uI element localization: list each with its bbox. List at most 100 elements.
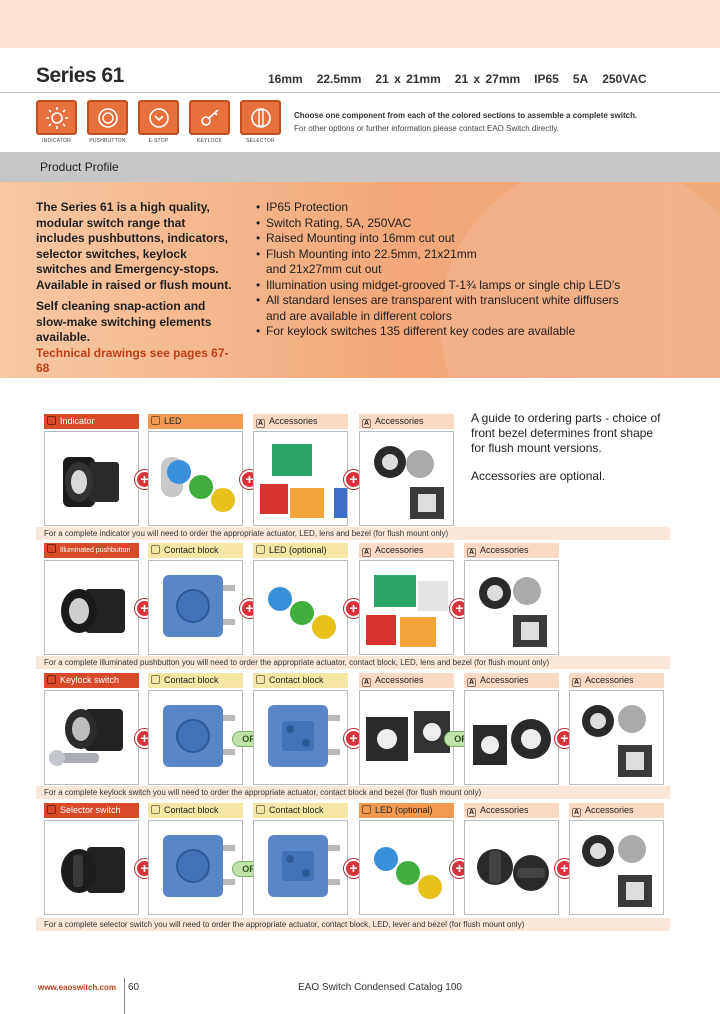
contact-block-photo: [253, 820, 348, 915]
bezel-photo: [359, 690, 454, 785]
contact-block-photo: [253, 690, 348, 785]
row-note-band: [36, 786, 670, 799]
bezel-photo: [569, 820, 664, 915]
instruction-line: Choose one component from each of the co…: [294, 111, 638, 120]
accessory-icon: A: [362, 548, 371, 557]
lens-photo: [359, 560, 454, 655]
accessory-icon: A: [467, 808, 476, 817]
contact-block-photo: [148, 690, 243, 785]
keylock-icon: [47, 675, 56, 684]
spec-item: IP65: [534, 72, 559, 86]
spec-item: 21 x 27mm: [454, 72, 521, 86]
accessory-icon: A: [572, 808, 581, 817]
profile-bar: [0, 152, 720, 182]
lever-photo: [464, 820, 559, 915]
led-icon: [362, 805, 371, 814]
led-photo: [148, 431, 243, 526]
tab-label: Accessories: [585, 805, 634, 815]
ordering-guide: A guide to ordering parts - choice of fr…: [471, 411, 661, 497]
spec-item: 250VAC: [602, 72, 647, 86]
pushbutton-icon: [87, 100, 128, 135]
icon-estop: E-STOP: [138, 100, 179, 144]
tab-accessories: A Accessories: [359, 414, 454, 429]
led-icon: [256, 545, 265, 554]
tab-label: Contact block: [164, 545, 219, 555]
keylock-photo: [44, 690, 139, 785]
tab-label: Contact block: [269, 675, 324, 685]
tab-label: Accessories: [269, 416, 318, 426]
tab-label: Accessories: [480, 545, 529, 555]
footer-divider: [124, 978, 125, 1014]
tab-label: LED (optional): [375, 805, 433, 815]
page-number: 60: [128, 982, 140, 993]
tab-label: Accessories: [480, 805, 529, 815]
icon-label: INDICATOR: [42, 138, 71, 144]
tab-contact-block: Contact block: [148, 543, 243, 558]
tab-label: Selector switch: [60, 805, 121, 815]
tab-selector-switch: Selector switch: [44, 803, 139, 818]
selector-icon: [240, 100, 281, 135]
icon-keylock: KEYLOCK: [189, 100, 230, 144]
plus-icon: +: [344, 470, 363, 489]
row-note-band: [36, 918, 670, 931]
intro-text: The Series 61 is a high quality, modular…: [36, 200, 232, 292]
row-note-band: [36, 656, 670, 669]
pushbutton-icon: [47, 544, 56, 553]
bezel-photo: [359, 431, 454, 526]
tab-contact-block: Contact block: [253, 673, 348, 688]
feature-item: Raised Mounting into 16mm cut out: [256, 231, 636, 247]
tab-label: Accessories: [480, 675, 529, 685]
switch-type-icons: INDICATOR PUSHBUTTON E-STOP KEYLOCK SELE…: [36, 100, 281, 144]
tab-accessories: A Accessories: [359, 543, 454, 558]
selector-icon: [47, 805, 56, 814]
website-link[interactable]: www.eaoswitch.com: [38, 983, 116, 992]
feature-item: Switch Rating, 5A, 250VAC: [256, 216, 636, 232]
icon-pushbutton: PUSHBUTTON: [87, 100, 128, 144]
tab-illuminated-pushbutton: Illuminated pushbutton: [44, 543, 139, 558]
guide-text: A guide to ordering parts - choice of fr…: [471, 411, 661, 455]
tab-led-optional: LED (optional): [359, 803, 454, 818]
contact-block-icon: [256, 805, 265, 814]
contact-note: For other options or further information…: [294, 124, 559, 133]
icon-indicator: INDICATOR: [36, 100, 77, 144]
tab-label: Accessories: [375, 545, 424, 555]
led-photo: [359, 820, 454, 915]
tab-accessories: A Accessories: [569, 803, 664, 818]
spec-item: 21 x 21mm: [375, 72, 441, 86]
led-photo: [253, 560, 348, 655]
indicator-photo: [44, 431, 139, 526]
row-note: For a complete selector switch you will …: [44, 920, 525, 929]
accessory-icon: A: [572, 678, 581, 687]
feature-list: IP65 Protection Switch Rating, 5A, 250VA…: [256, 200, 636, 340]
section-title: Product Profile: [40, 160, 119, 174]
tab-label: Contact block: [164, 675, 219, 685]
row-note-band: [36, 527, 670, 540]
bezel-photo: [464, 690, 559, 785]
tab-indicator: Indicator: [44, 414, 139, 429]
snap-action-text: Self cleaning snap-action and slow-make …: [36, 299, 212, 344]
tab-led: LED: [148, 414, 243, 429]
feature-item: Illumination using midget-grooved T-1¾ l…: [256, 278, 636, 294]
feature-item: All standard lenses are transparent with…: [256, 293, 636, 324]
lens-photo: [253, 431, 348, 526]
accessory-icon: A: [362, 419, 371, 428]
tab-label: Indicator: [60, 416, 95, 426]
icon-label: PUSHBUTTON: [89, 138, 126, 144]
guide-note: Accessories are optional.: [471, 469, 606, 483]
row-note: For a complete indicator you will need t…: [44, 529, 449, 538]
header-rule: [0, 92, 720, 93]
tab-contact-block: Contact block: [148, 803, 243, 818]
tab-accessories: A Accessories: [464, 803, 559, 818]
keylock-icon: [189, 100, 230, 135]
technical-drawings-link[interactable]: Technical drawings see pages 67-68: [36, 345, 229, 376]
tab-label: Contact block: [269, 805, 324, 815]
tab-label: LED: [164, 416, 182, 426]
icon-label: KEYLOCK: [196, 138, 223, 144]
tab-label: Accessories: [375, 416, 424, 426]
row-note: For a complete illuminated pushbutton yo…: [44, 658, 550, 667]
